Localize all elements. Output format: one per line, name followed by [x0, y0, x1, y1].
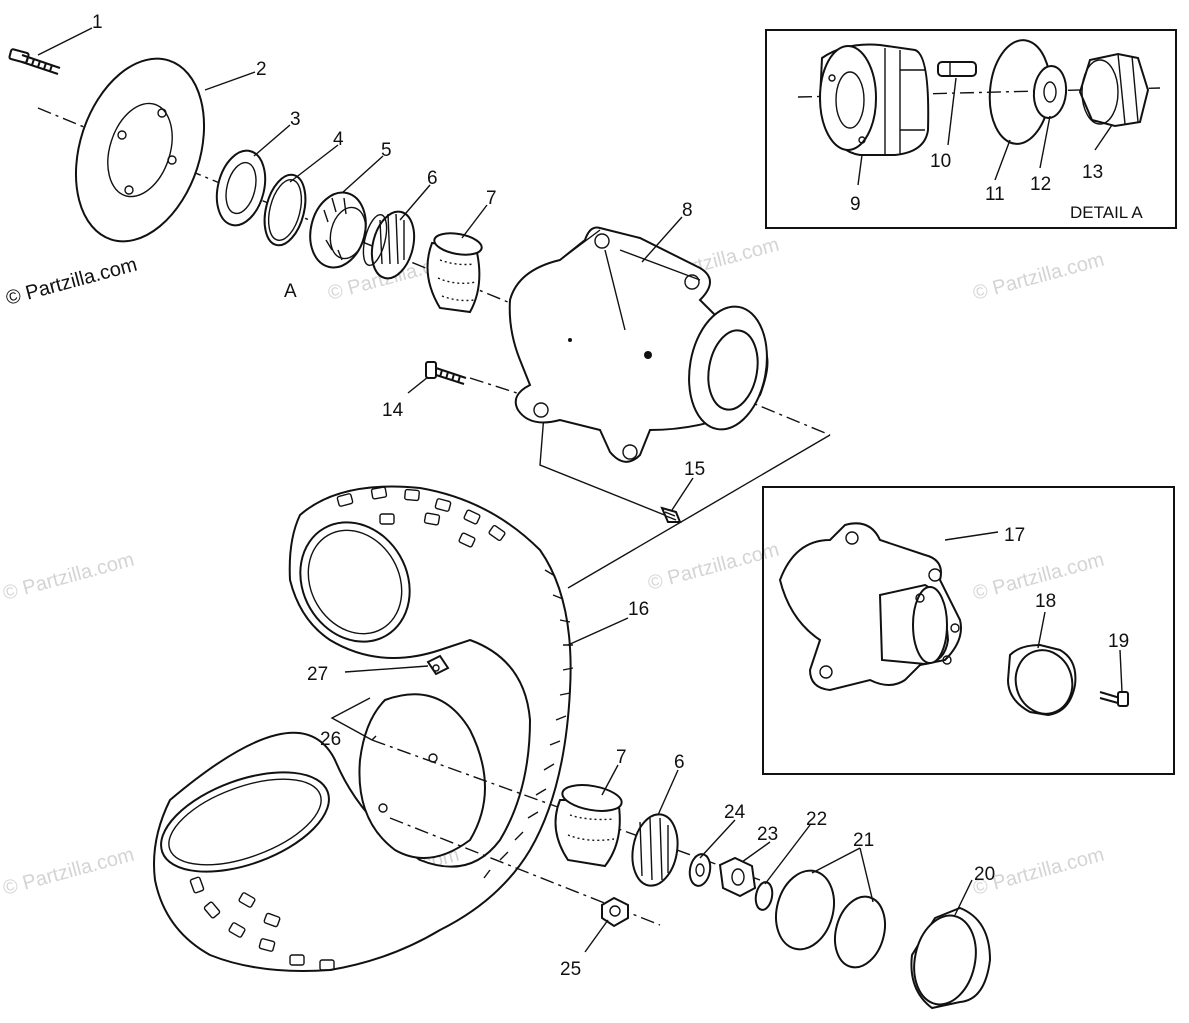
callout-9: 9 — [850, 194, 861, 215]
callout-13: 13 — [1082, 162, 1103, 183]
detail-box-lower — [762, 486, 1175, 775]
leader-lines — [37, 27, 1123, 953]
part-4-ring — [263, 173, 307, 247]
sub-label-a: A — [284, 281, 297, 302]
part-15-bolt — [660, 506, 682, 523]
callout-7b: 7 — [616, 747, 627, 768]
callout-19: 19 — [1108, 631, 1129, 652]
part-18-cover — [1006, 643, 1077, 717]
part-7b-race — [554, 784, 623, 868]
part-1-bolt — [8, 48, 61, 75]
callout-25: 25 — [560, 959, 581, 980]
callout-10: 10 — [930, 151, 951, 172]
part-5-clutch — [309, 191, 367, 269]
callout-16: 16 — [628, 599, 649, 620]
callout-21: 21 — [853, 830, 874, 851]
part-23-nut — [718, 856, 757, 898]
watermark-text: © Partzilla.com — [1, 844, 137, 900]
callout-11: 11 — [985, 184, 1005, 205]
part-19-screw — [1099, 691, 1129, 707]
callout-26: 26 — [320, 729, 341, 750]
detail-a-title: DETAIL A — [1070, 203, 1143, 222]
part-25-nut — [601, 896, 629, 928]
callout-3: 3 — [290, 109, 301, 130]
callout-15: 15 — [684, 459, 705, 480]
callout-7: 7 — [486, 188, 497, 209]
callout-17: 17 — [1004, 525, 1025, 546]
callout-20: 20 — [974, 864, 995, 885]
detail-a-box — [765, 29, 1177, 229]
callout-14: 14 — [382, 400, 404, 421]
callout-18: 18 — [1035, 591, 1056, 612]
callout-24: 24 — [724, 802, 746, 823]
part-12-washer — [1032, 65, 1068, 119]
watermark-text: © Partzilla.com — [646, 539, 782, 595]
watermark-text: © Partzilla.com — [1, 549, 137, 605]
callout-8: 8 — [682, 200, 693, 221]
watermark-text: © Partzilla.com — [971, 249, 1107, 305]
part-21-o-rings — [775, 869, 886, 969]
part-14-bolt — [425, 361, 467, 385]
part-7-race — [426, 232, 483, 314]
part-16-tire — [153, 485, 574, 972]
part-20-cap — [910, 906, 992, 1010]
part-13-gear — [1078, 52, 1150, 128]
callout-12: 12 — [1030, 174, 1051, 195]
leader-26-wedge — [330, 697, 373, 741]
part-10-pin — [937, 61, 977, 77]
callout-6: 6 — [427, 168, 438, 189]
callout-23: 23 — [757, 824, 778, 845]
callout-1: 1 — [92, 12, 103, 33]
part-17-hub-alt — [778, 522, 962, 692]
callout-22: 22 — [806, 809, 827, 830]
part-27-valve — [426, 654, 450, 676]
callout-6b: 6 — [674, 752, 685, 773]
part-6b-bearing — [631, 813, 679, 887]
part-2-brake-disc — [74, 57, 206, 243]
axis-line-lower-2 — [389, 817, 661, 926]
callout-4: 4 — [333, 129, 344, 150]
callout-5: 5 — [381, 140, 392, 161]
copyright-text: © Partzilla.com — [4, 254, 140, 310]
part-6-bearing — [362, 210, 416, 280]
part-3-seal — [215, 149, 267, 227]
part-8-hub — [508, 226, 769, 463]
part-22-clip — [754, 881, 774, 911]
callout-labels: 1 2 3 4 5 6 7 8 A 14 15 16 27 26 7 6 24 … — [92, 12, 1129, 980]
callout-27: 27 — [307, 664, 328, 685]
leader-hub-tire — [567, 434, 831, 589]
callout-2: 2 — [256, 59, 267, 80]
part-9-clutch-housing — [818, 43, 930, 156]
